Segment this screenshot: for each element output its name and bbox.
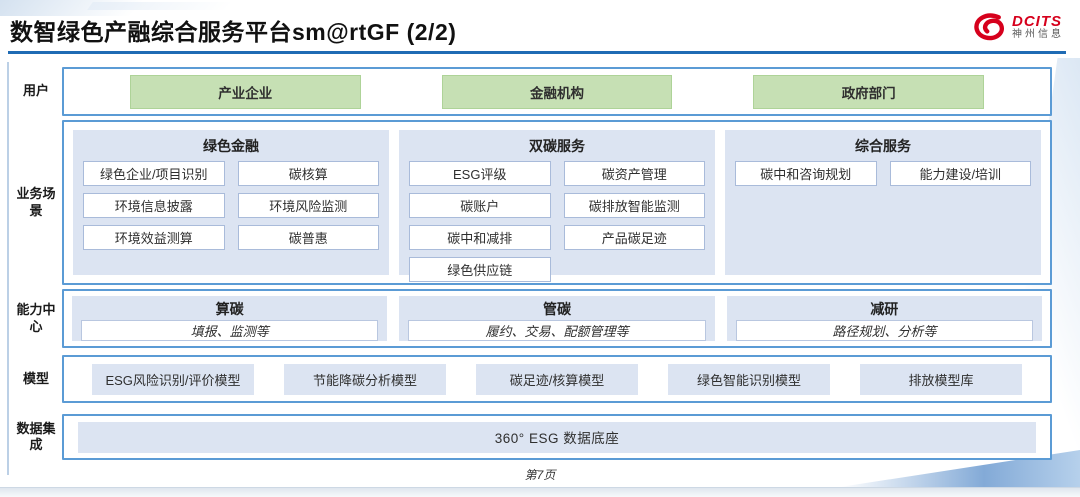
capability-panel: 算碳 填报、监测等 (72, 296, 388, 341)
panel-comprehensive-services: 综合服务 碳中和咨询规划 能力建设/培训 (725, 130, 1041, 275)
data-integration-row-box: 360° ESG 数据底座 (62, 414, 1052, 460)
model-chip: 绿色智能识别模型 (668, 363, 830, 395)
scenario-item: 碳资产管理 (563, 161, 705, 186)
scenario-item: 环境风险监测 (237, 193, 379, 218)
panel-title: 双碳服务 (529, 138, 585, 154)
scenario-item: 绿色企业/项目识别 (83, 161, 225, 186)
logo-subbrand: 神州信息 (1012, 28, 1064, 40)
scenario-item: 碳排放智能监测 (563, 193, 705, 218)
user-chip: 金融机构 (441, 74, 673, 109)
model-chip: 碳足迹/核算模型 (476, 363, 638, 395)
header-divider-line (8, 51, 1066, 54)
scenario-item: 碳核算 (237, 161, 379, 186)
panel-dual-carbon-services: 双碳服务 ESG评级 碳资产管理 碳账户 碳排放智能监测 碳中和减排 产品碳足迹… (399, 130, 715, 282)
row-label-models: 模型 (22, 370, 49, 386)
scenario-item: 产品碳足迹 (563, 225, 705, 250)
page-number: 第7页 (524, 468, 556, 482)
row-label-users: 用户 (22, 83, 49, 99)
capability-center-row: 能力中心 算碳 填报、监测等 管碳 履约、交易、配额管理等 减研 路径规划、分析… (10, 289, 1052, 348)
left-frame-line (7, 62, 9, 475)
capability-desc: 履约、交易、配额管理等 (408, 320, 706, 341)
capability-desc: 填报、监测等 (81, 320, 379, 341)
data-integration-row: 数据集成 360° ESG 数据底座 (10, 414, 1052, 460)
page-title: 数智绿色产融综合服务平台sm@rtGF (2/2) (10, 19, 457, 45)
dcits-swirl-icon (974, 13, 1004, 41)
models-row-box: ESG风险识别/评价模型 节能降碳分析模型 碳足迹/核算模型 绿色智能识别模型 … (62, 355, 1052, 403)
capability-panel: 减研 路径规划、分析等 (726, 296, 1042, 341)
users-row-box: 产业企业 金融机构 政府部门 (62, 67, 1052, 116)
panel-green-finance: 绿色金融 绿色企业/项目识别 碳核算 环境信息披露 环境风险监测 环境效益测算 … (73, 130, 389, 275)
panel-items-grid: 碳中和咨询规划 能力建设/培训 (735, 161, 1031, 186)
panel-items-grid: ESG评级 碳资产管理 碳账户 碳排放智能监测 碳中和减排 产品碳足迹 绿色供应… (409, 161, 705, 282)
model-chip: 排放模型库 (860, 363, 1022, 395)
logo-text: DCITS 神州信息 (1012, 14, 1064, 40)
capability-title: 管碳 (542, 301, 571, 317)
user-chip: 产业企业 (130, 74, 361, 109)
scenario-item: 能力建设/培训 (889, 161, 1031, 186)
capability-title: 算碳 (215, 301, 244, 317)
capability-desc: 路径规划、分析等 (735, 320, 1033, 341)
model-chip: ESG风险识别/评价模型 (92, 363, 254, 395)
scenario-item: ESG评级 (409, 161, 551, 186)
row-label-data-integration: 数据集成 (16, 420, 56, 452)
user-chip: 政府部门 (753, 74, 984, 109)
panel-title: 绿色金融 (203, 138, 259, 154)
architecture-diagram: 用户 产业企业 金融机构 政府部门 业务场景 绿色金融 绿色企业/项目识别 碳核… (10, 67, 1052, 460)
scenario-item: 碳账户 (409, 193, 551, 218)
capability-title: 减研 (870, 301, 899, 317)
bottom-gradient-bar (0, 487, 1080, 497)
users-row: 用户 产业企业 金融机构 政府部门 (10, 67, 1052, 116)
model-chip: 节能降碳分析模型 (284, 363, 446, 395)
data-base-chip: 360° ESG 数据底座 (78, 421, 1036, 453)
scenario-item: 碳普惠 (237, 225, 379, 250)
scenarios-row: 业务场景 绿色金融 绿色企业/项目识别 碳核算 环境信息披露 环境风险监测 环境… (10, 120, 1052, 285)
capability-panel: 管碳 履约、交易、配额管理等 (399, 296, 715, 341)
logo-brand: DCITS (1012, 12, 1062, 30)
scenario-item: 碳中和减排 (409, 225, 551, 250)
company-logo: DCITS 神州信息 (971, 12, 1064, 42)
models-row: 模型 ESG风险识别/评价模型 节能降碳分析模型 碳足迹/核算模型 绿色智能识别… (10, 355, 1052, 403)
scenario-item: 碳中和咨询规划 (735, 161, 877, 186)
capabilities-row-box: 算碳 填报、监测等 管碳 履约、交易、配额管理等 减研 路径规划、分析等 (62, 289, 1052, 348)
scenarios-row-box: 绿色金融 绿色企业/项目识别 碳核算 环境信息披露 环境风险监测 环境效益测算 … (62, 120, 1052, 285)
scenario-item: 绿色供应链 (409, 257, 551, 282)
scenario-item: 环境信息披露 (83, 193, 225, 218)
slide-header: 数智绿色产融综合服务平台sm@rtGF (2/2) DCITS 神州信息 (0, 0, 1080, 57)
scenario-item: 环境效益测算 (83, 225, 225, 250)
panel-items-grid: 绿色企业/项目识别 碳核算 环境信息披露 环境风险监测 环境效益测算 碳普惠 (83, 161, 379, 250)
panel-title: 综合服务 (855, 138, 911, 154)
row-label-capabilities: 能力中心 (16, 302, 56, 334)
row-label-scenarios: 业务场景 (16, 186, 56, 218)
